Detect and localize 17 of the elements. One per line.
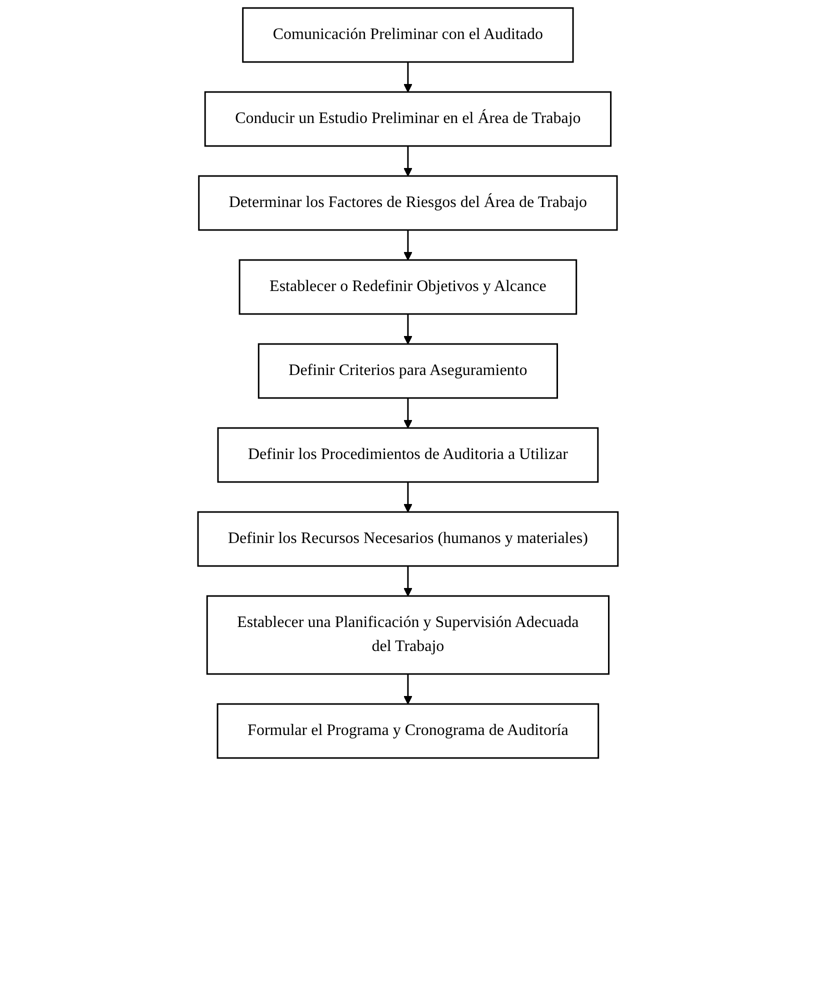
node-box: Definir los Recursos Necesarios (humanos y materiales) (196, 511, 618, 567)
arrow (403, 146, 412, 176)
node-box: Comunicación Preliminar con el Auditado (242, 7, 574, 63)
node-box: Definir los Procedimientos de Auditoria a Utilizar (216, 427, 598, 483)
arrow (403, 398, 412, 428)
node-box: Formular el Programa y Cronograma de Auditoría (216, 703, 599, 759)
arrow (403, 674, 412, 704)
arrow (403, 62, 412, 92)
arrow (403, 566, 412, 596)
arrow (403, 314, 412, 344)
node-box: Establecer o Redefinir Objetivos y Alcance (238, 259, 577, 315)
arrow (403, 230, 412, 260)
node-box: Definir Criterios para Aseguramiento (257, 343, 558, 399)
node-box: Conducir un Estudio Preliminar en el Área de Trabajo (204, 91, 612, 147)
node-box: Establecer una Planificación y Supervisión Adecuada del Trabajo (206, 595, 610, 675)
node-box: Determinar los Factores de Riesgos del Área de Trabajo (198, 175, 618, 231)
arrow (403, 482, 412, 512)
